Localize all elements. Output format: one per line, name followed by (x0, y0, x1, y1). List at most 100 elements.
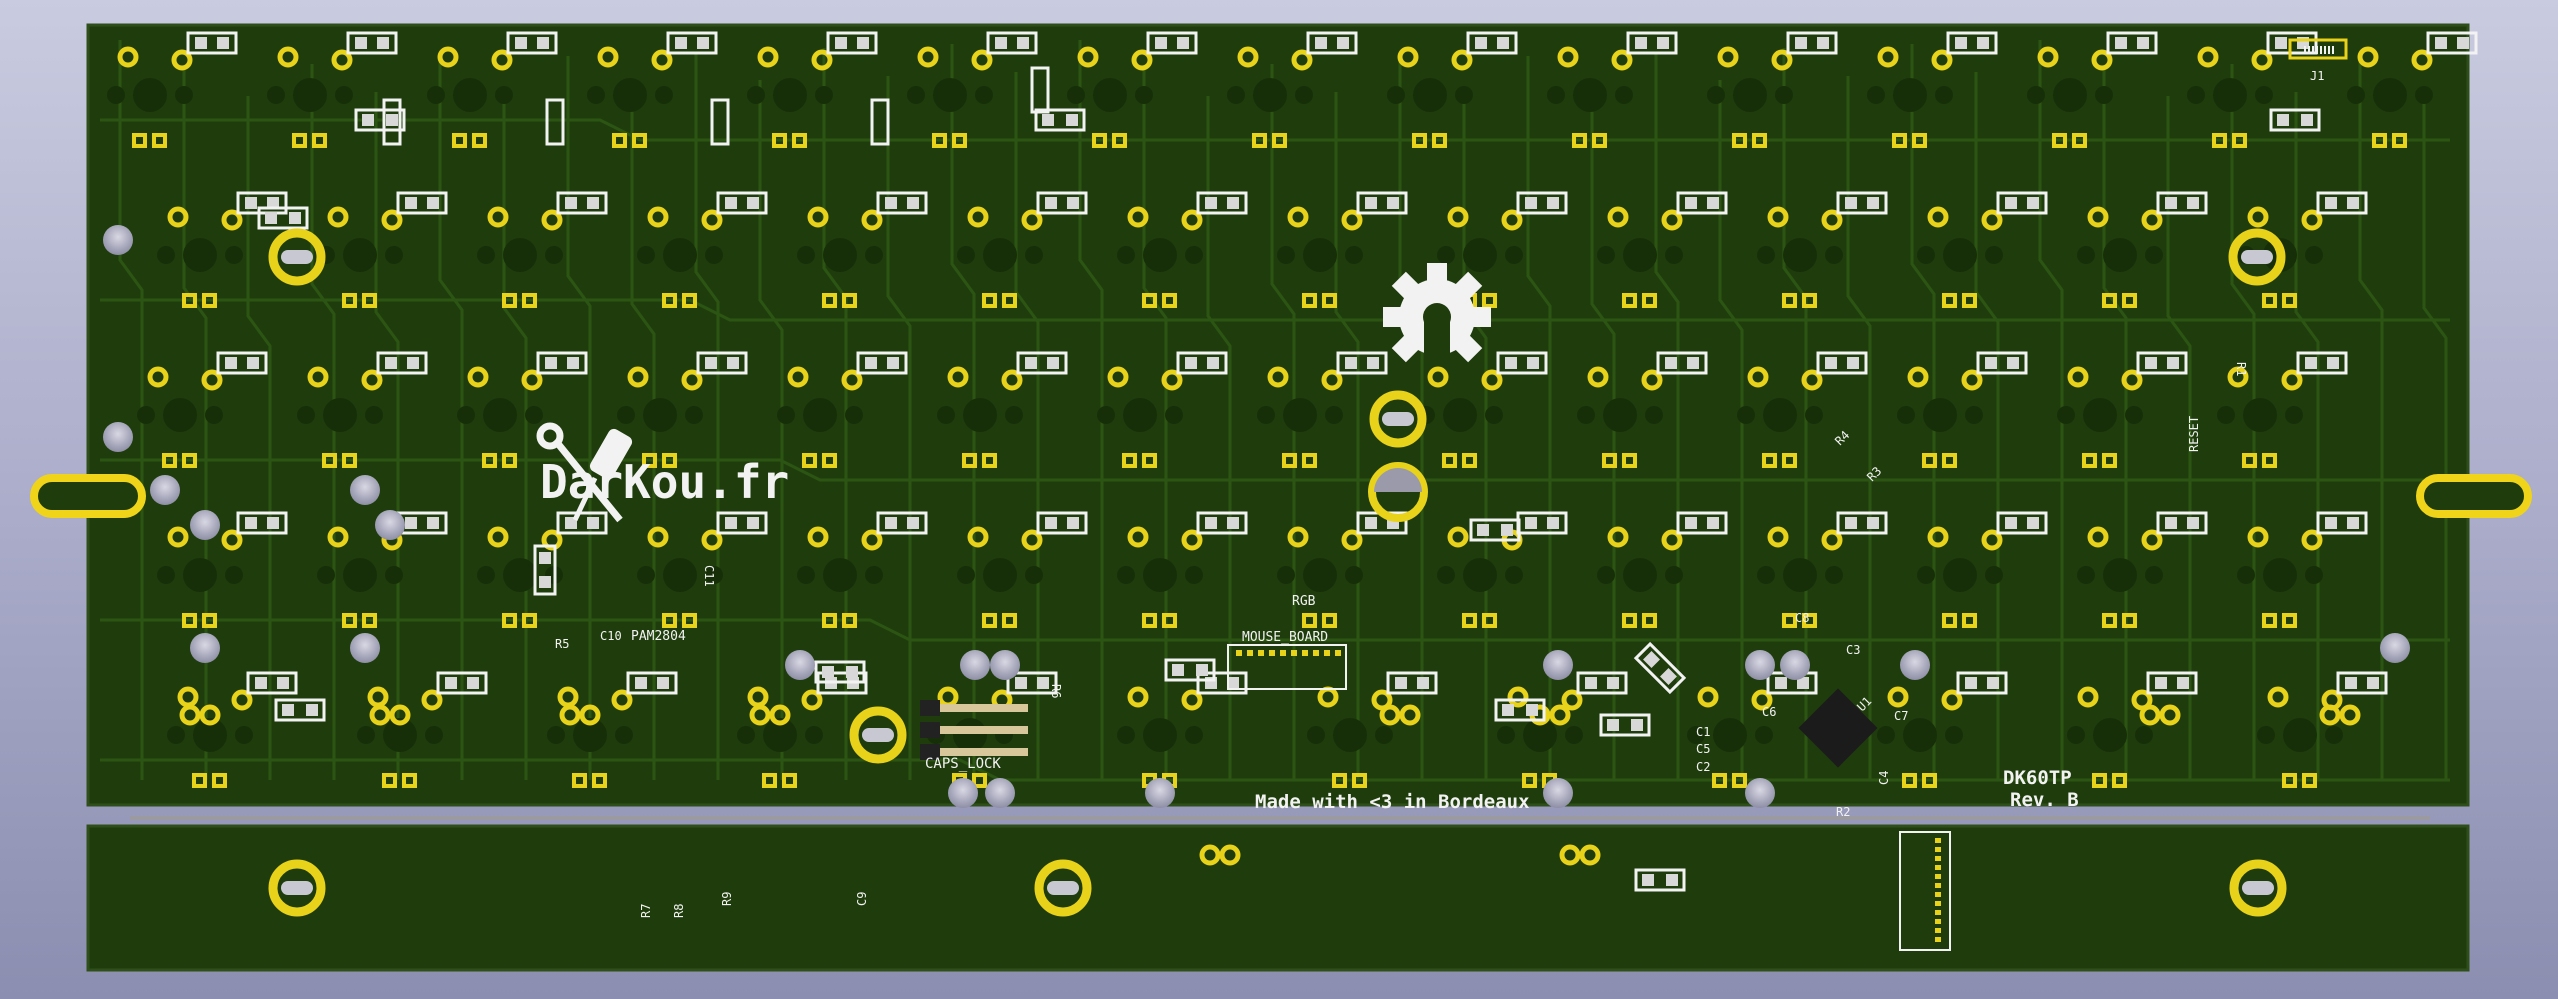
switch-footprint (157, 191, 288, 308)
header-pin-base (920, 744, 940, 760)
switch-footprint (797, 511, 928, 628)
diode-pad (1752, 133, 1767, 148)
right-mounting-slot (2416, 474, 2532, 518)
diode-pad (342, 453, 357, 468)
switch-peg-hole (427, 86, 445, 104)
mounting-hole (2228, 228, 2286, 286)
stabilizer-pad (2319, 704, 2341, 726)
switch-pin-pad (811, 49, 833, 71)
switch-footprint (1307, 671, 1438, 788)
switch-pin-pad (701, 209, 723, 231)
diode-pad (1732, 133, 1747, 148)
usb-connector (2288, 38, 2348, 60)
switch-peg-hole (225, 246, 243, 264)
switch-pin-pad (1697, 686, 1719, 708)
diode-pad (565, 517, 577, 529)
diode-pad (1037, 677, 1049, 689)
smd-outline (1599, 713, 1651, 737)
switch-peg-hole (267, 86, 285, 104)
switch-footprint (777, 351, 908, 468)
diode-pad (1525, 197, 1537, 209)
switch-footprint (1877, 671, 2008, 788)
switch-center-hole (343, 238, 377, 272)
switch-peg-hole (1325, 406, 1343, 424)
switch-center-hole (503, 238, 537, 272)
diode-pad (245, 517, 257, 529)
diode-pad (382, 773, 397, 788)
smd-pad (1607, 719, 1619, 731)
switch-peg-hole (587, 86, 605, 104)
switch-pin-pad (1557, 46, 1579, 68)
diode-pad (792, 133, 807, 148)
switch-peg-hole (1935, 86, 1953, 104)
diode-pad (1782, 453, 1797, 468)
refdes-r5: R5 (555, 637, 569, 651)
mounting-hole (2229, 859, 2287, 917)
trace-column (502, 88, 528, 780)
diode-outline (2136, 351, 2188, 375)
diode-pad (2212, 133, 2227, 148)
board-revision: Rev. B (2010, 789, 2079, 811)
diode-pad (402, 773, 417, 788)
diode-pad (962, 453, 977, 468)
smd-part (1599, 713, 1651, 737)
diode-pad (2347, 517, 2359, 529)
switch-peg-hole (2027, 86, 2045, 104)
smd-pad (1502, 704, 1514, 716)
switch-peg-hole (2095, 86, 2113, 104)
diode-pad (2177, 677, 2189, 689)
usb-pin (2308, 46, 2310, 54)
diode-pad (1155, 37, 1167, 49)
diode-pad (747, 197, 759, 209)
diode-pad (2327, 357, 2339, 369)
refdes-c4: C4 (1877, 771, 1891, 785)
smd-part (533, 544, 557, 596)
diode-pad (572, 773, 587, 788)
switch-peg-hole (705, 566, 723, 584)
diode-pad (427, 517, 439, 529)
switch-peg-hole (107, 86, 125, 104)
diode-pad (2082, 453, 2097, 468)
diode-pad (342, 293, 357, 308)
switch-peg-hole (747, 86, 765, 104)
diode-pad (567, 357, 579, 369)
diode-pad (1112, 133, 1127, 148)
diode-outline (2156, 511, 2208, 535)
diode-pad (405, 197, 417, 209)
switch-peg-hole (937, 406, 955, 424)
diode-pad (2232, 133, 2247, 148)
diode-pad (762, 773, 777, 788)
switch-peg-hole (1135, 86, 1153, 104)
switch-footprints (107, 31, 2478, 866)
switch-peg-hole (1917, 246, 1935, 264)
switch-pin-pad (2141, 209, 2163, 231)
switch-pin-pad (541, 529, 563, 551)
smd-outline (1469, 518, 1521, 542)
trace-row (100, 458, 2450, 482)
switch-pin-pad (1237, 46, 1259, 68)
diode-pad (885, 517, 897, 529)
switch-pin-pad (1507, 686, 1529, 708)
switch-footprint (167, 671, 298, 788)
switch-peg-hole (317, 566, 335, 584)
switch-center-hole (1573, 78, 1607, 112)
diode-pad (1962, 613, 1977, 628)
mounting-slot (281, 250, 313, 264)
switch-footprint (1097, 351, 1228, 468)
diode-pad (1395, 677, 1407, 689)
diode-pad (697, 37, 709, 49)
switch-peg-hole (225, 566, 243, 584)
switch-peg-hole (1867, 86, 1885, 104)
switch-pin-pad (1267, 366, 1289, 388)
switch-pin-pad (611, 689, 633, 711)
switch-peg-hole (1345, 246, 1363, 264)
switch-peg-hole (797, 566, 815, 584)
diode-pad (1867, 197, 1879, 209)
switch-pin-pad (2247, 526, 2269, 548)
stabilizer-pad (1199, 844, 1221, 866)
switch-peg-hole (1825, 246, 1843, 264)
switch-center-hole (773, 78, 807, 112)
diode-pad (1352, 773, 1367, 788)
diode-pad (1227, 197, 1239, 209)
mounting-hole (1368, 462, 1428, 522)
